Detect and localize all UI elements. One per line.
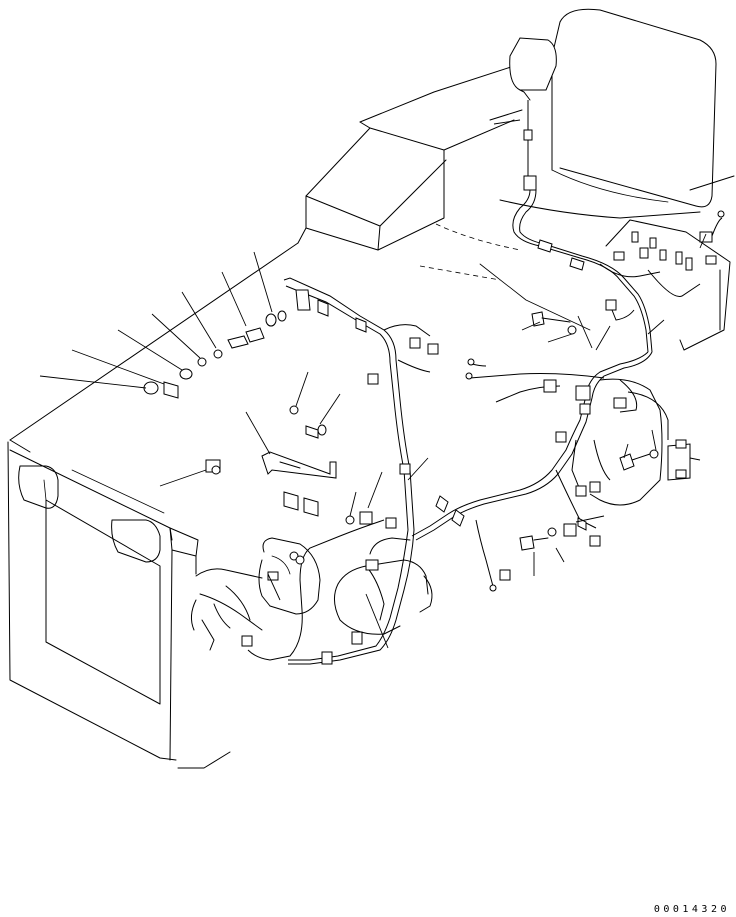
callout-leaders	[39, 119, 707, 649]
drawing-id-label: 00014320	[653, 904, 730, 915]
exploded-hardware	[143, 310, 691, 565]
fuse-box	[599, 210, 731, 351]
main-harness	[241, 277, 663, 665]
cab-structure	[297, 8, 735, 353]
machine-body	[7, 242, 299, 769]
